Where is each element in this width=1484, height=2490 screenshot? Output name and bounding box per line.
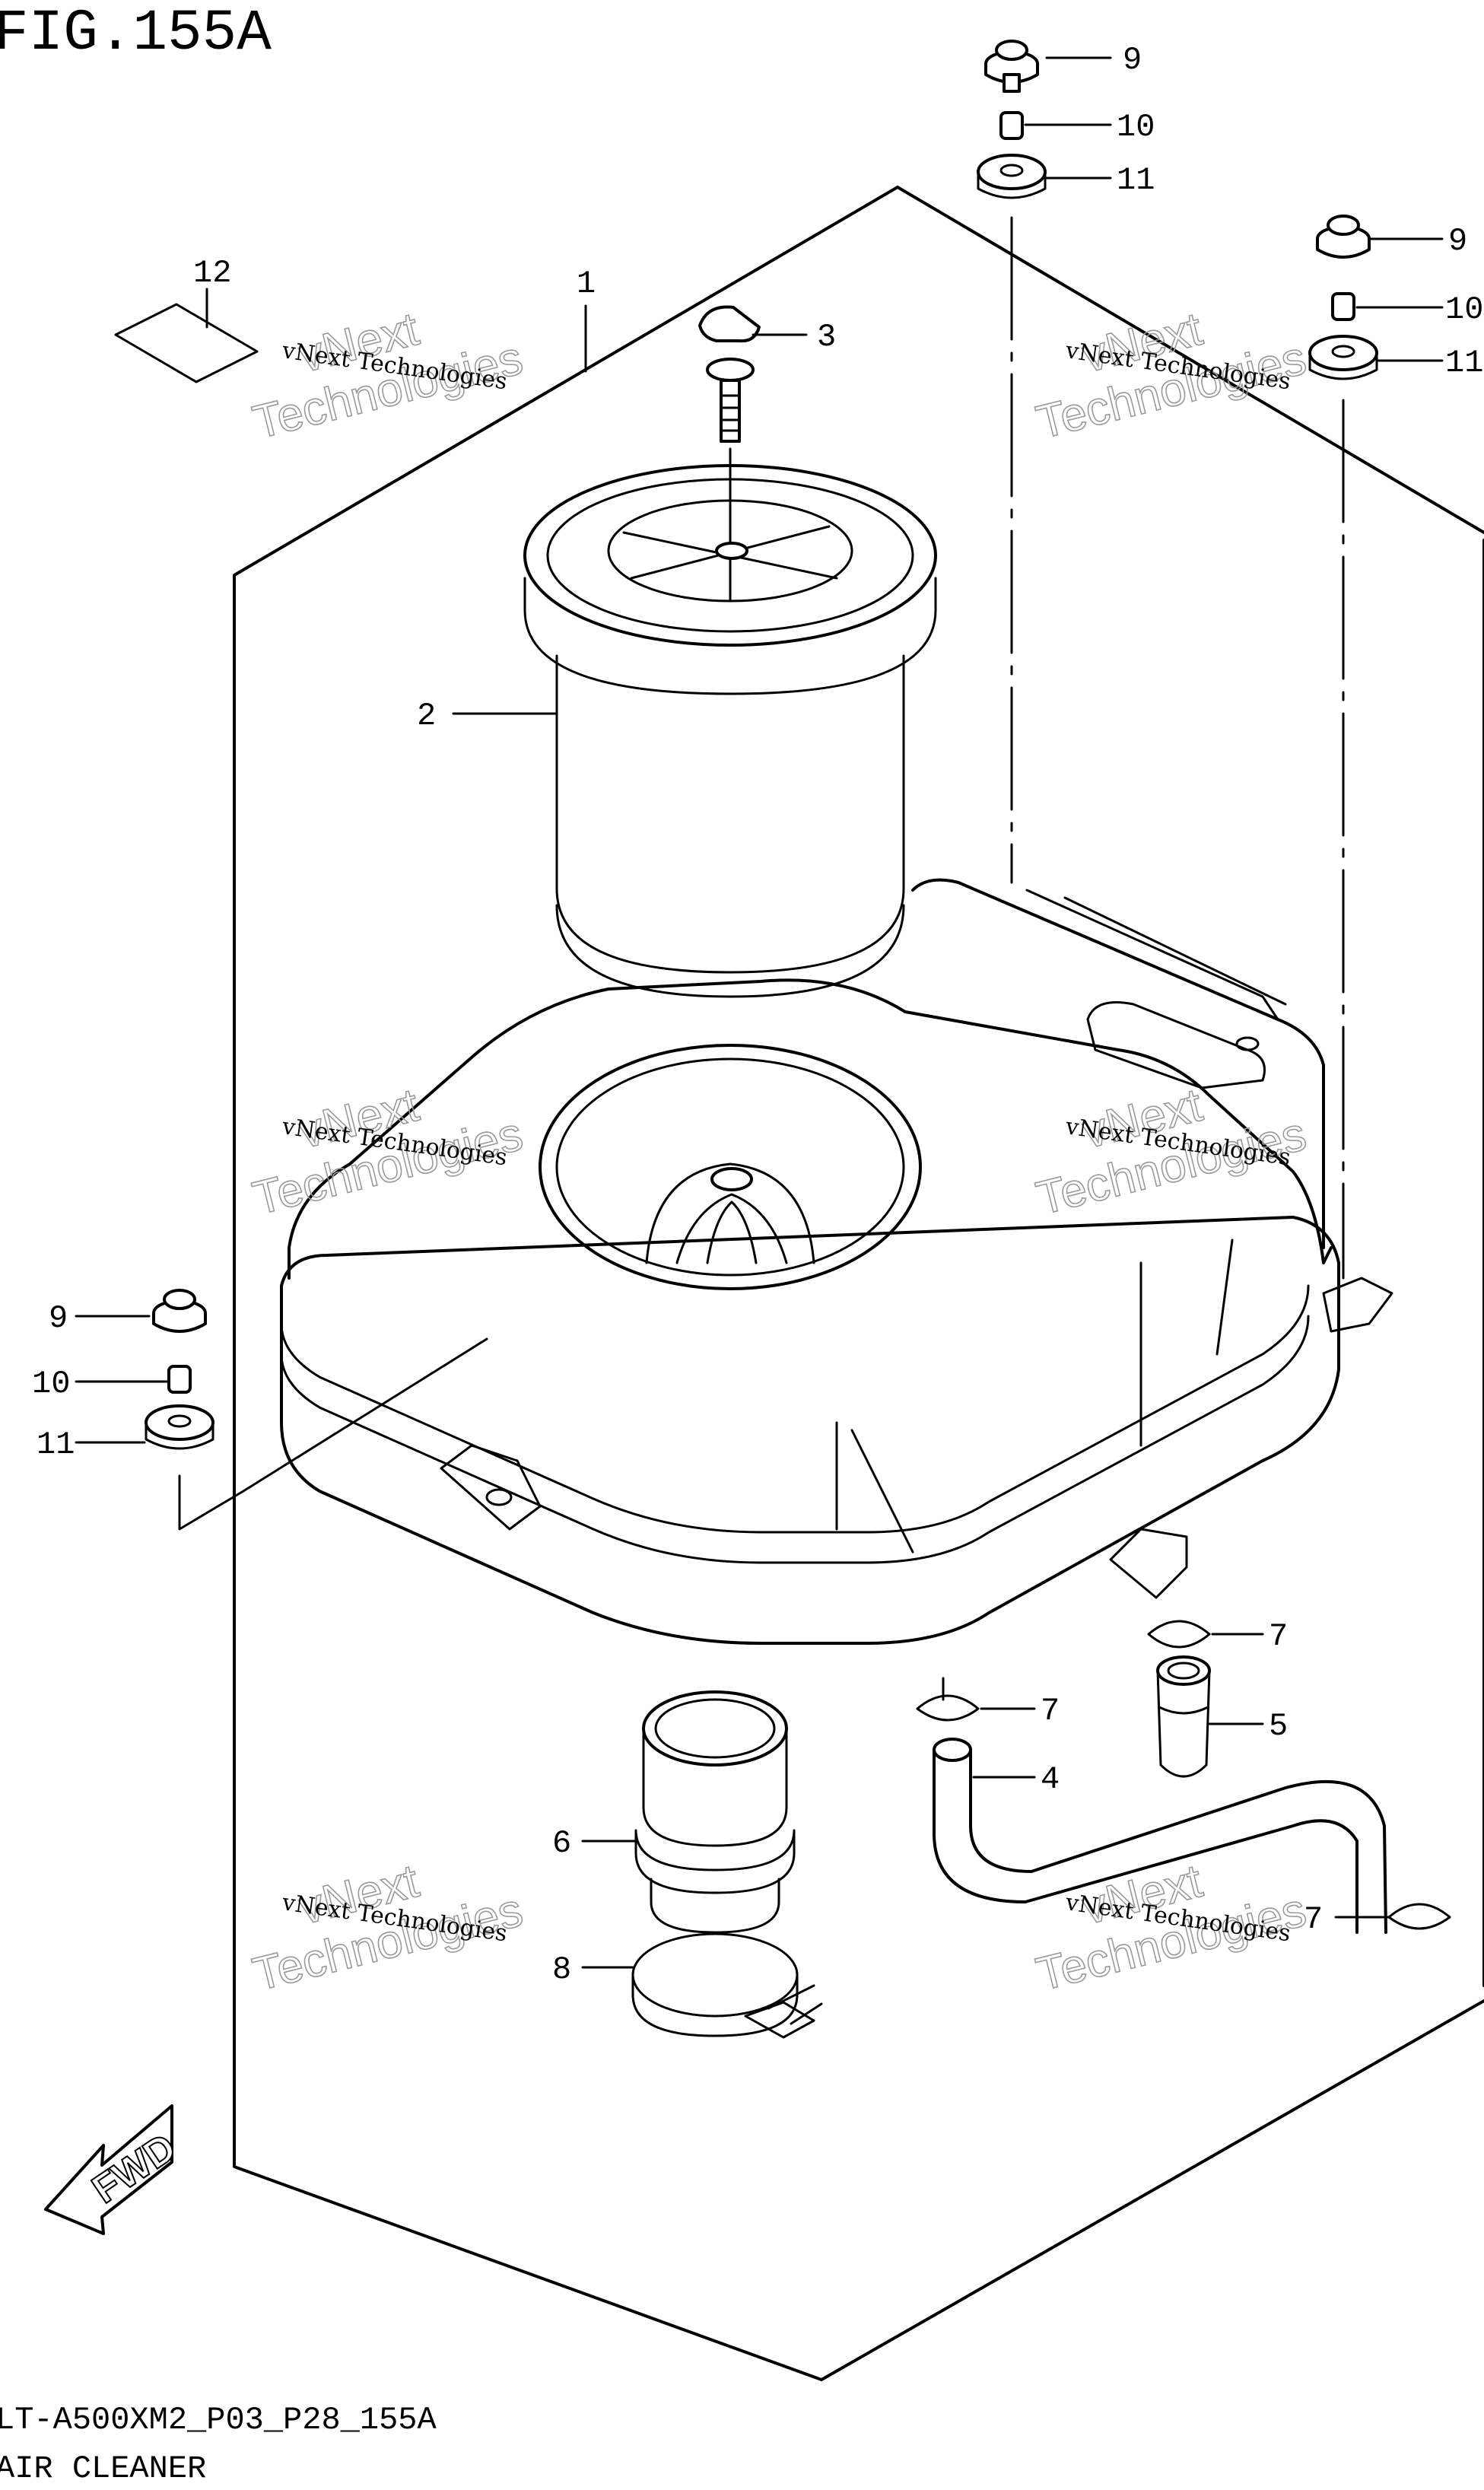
figure-name: AIR CLEANER (0, 2450, 206, 2487)
part-4-drain-hose (933, 1738, 1387, 1934)
part-5-drain-plug (1156, 1655, 1211, 1778)
callout-11-right: 11 (1445, 345, 1483, 381)
part-8-clamp (631, 1932, 823, 2039)
part-12-label-sticker (114, 303, 259, 383)
part-9-10-11-set-right (1308, 215, 1378, 380)
fwd-arrow: FWD (44, 2104, 185, 2235)
callout-7-middle: 7 (1041, 1693, 1060, 1729)
figure-title: FIG.155A (0, 1, 272, 66)
part-2-filter-element (523, 464, 937, 998)
part-6-outlet-duct (634, 1690, 796, 1934)
part-7-clips (916, 1620, 1451, 1930)
callout-10-top: 10 (1117, 109, 1155, 145)
callout-1: 1 (577, 266, 596, 302)
callout-9-top: 9 (1123, 42, 1142, 78)
callout-3: 3 (817, 319, 836, 355)
mounting-center-lines (729, 216, 1345, 1280)
part-9-10-11-set-top (977, 40, 1047, 199)
callout-2: 2 (417, 698, 436, 734)
callout-9-right: 9 (1448, 223, 1467, 259)
callout-7-lower: 7 (1304, 1901, 1323, 1938)
callout-10-left: 10 (32, 1366, 70, 1402)
leader-lines (75, 56, 1444, 1969)
callout-5: 5 (1269, 1708, 1288, 1744)
callout-7-upper: 7 (1269, 1618, 1288, 1655)
callout-11-top: 11 (1117, 162, 1155, 199)
assembly-outline (233, 186, 1484, 2381)
callout-9-left: 9 (49, 1300, 68, 1337)
part-3-wing-bolt (698, 305, 761, 443)
figure-code: LT-A500XM2_P03_P28_155A (0, 2402, 437, 2438)
part-9-10-11-set-left (145, 1289, 214, 1450)
callout-6: 6 (552, 1825, 571, 1862)
callout-12: 12 (193, 255, 231, 291)
callout-10-right: 10 (1445, 291, 1483, 328)
callout-8: 8 (552, 1951, 571, 1988)
callout-4: 4 (1041, 1761, 1060, 1798)
part-1-air-cleaner-case (178, 878, 1393, 1645)
callout-labels: 12 1 3 2 9 10 11 9 10 11 9 10 11 7 7 5 4… (32, 42, 1483, 1988)
callout-11-left: 11 (37, 1426, 75, 1463)
